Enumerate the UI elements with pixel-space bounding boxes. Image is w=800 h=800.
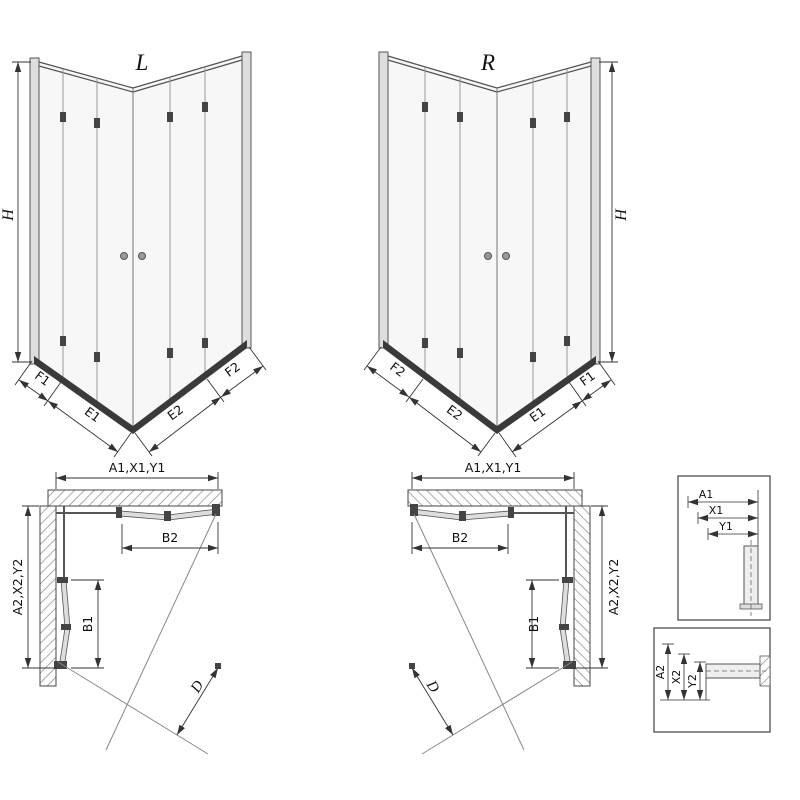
plan-view-right [408,472,608,754]
detail-box-bottom-profile: A2 X2 Y2 [653,627,771,733]
detail-label-a1: A1 [699,488,714,501]
plan-left-side-dim-label: A2,X2,Y2 [10,559,25,616]
plan-right-b2-label: B2 [452,530,469,545]
view-right-title: R [480,50,495,75]
plan-left-b2-label: B2 [162,530,179,545]
plan-left-b1-label: B1 [80,616,95,633]
plan-right-d-label: D [422,677,442,696]
dim-label-f2-left: F2 [222,359,243,380]
plan-right-top-dim-label: A1,X1,Y1 [465,460,522,475]
detail-box-bottom-frame [653,627,771,733]
plan-left-top-dim-label: A1,X1,Y1 [109,460,166,475]
dim-label-f1-left: F1 [32,368,53,389]
detail-label-x1: X1 [709,504,724,517]
perspective-view-left [12,52,266,457]
detail-bottom-dim-y2 [694,661,706,700]
dim-label-f2-right: F2 [387,359,408,380]
detail-top-dim-x1 [697,512,758,524]
height-dim-label-right: H [613,208,630,222]
height-dim-label-left: H [0,208,17,222]
plan-left-d-label: D [187,678,207,697]
plan-right-b1-label: B1 [526,616,541,633]
detail-bottom-dim-x2 [678,653,690,700]
detail-box-top-profile: A1 X1 Y1 [677,475,771,621]
plan-view-left [22,472,222,754]
view-left-title: L [135,50,149,75]
dim-label-f1-right: F1 [577,368,598,389]
detail-label-y2: Y2 [686,674,699,689]
detail-label-a2: A2 [654,665,667,680]
plan-right-side-dim-label: A2,X2,Y2 [606,559,621,616]
detail-top-dim-y1 [707,528,758,540]
detail-label-y1: Y1 [718,520,733,533]
detail-bottom-dim-a2 [662,643,674,700]
detail-top-dim-a1 [687,496,758,508]
detail-label-x2: X2 [670,670,683,685]
perspective-view-right [364,52,618,457]
